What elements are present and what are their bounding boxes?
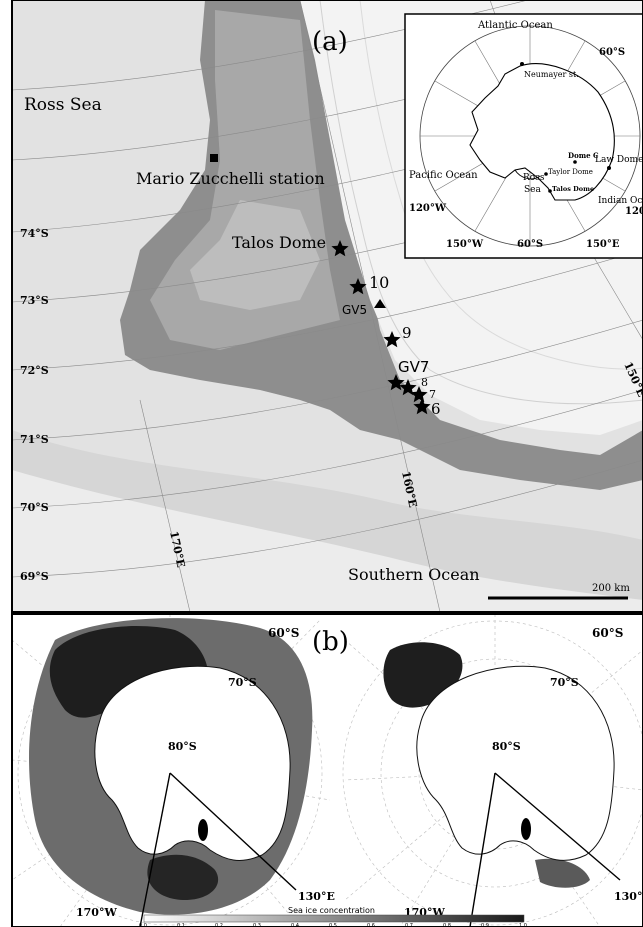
- inset-law-dome: Law Dome: [595, 155, 643, 165]
- inset-pacific: Pacific Ocean: [409, 170, 478, 181]
- ross-sea-label: Ross Sea: [24, 95, 102, 115]
- lat-74s: 74°S: [20, 227, 49, 240]
- lat-71s: 71°S: [20, 433, 49, 446]
- colorbar-tick-label: 0.7: [405, 923, 413, 927]
- left-130e: 130°E: [298, 890, 335, 903]
- right-sea-ice-map: 60°S 70°S 80°S 170°W 130°: [342, 614, 643, 927]
- lat-69s: 69°S: [20, 570, 49, 583]
- inset-ross-ice: [514, 169, 541, 180]
- colorbar-tick-label: 0.8: [443, 923, 451, 927]
- left-170w: 170°W: [76, 906, 117, 919]
- right-antarctica: [416, 665, 615, 861]
- site-9-label: 9: [402, 324, 412, 342]
- plateau-contour-2: [359, 0, 643, 370]
- inset-talos-dome-dot: [548, 189, 552, 193]
- inset-indian: Indian Ocean: [598, 196, 643, 206]
- left-ice-dark-2: [147, 854, 219, 900]
- mountains-high: [190, 200, 320, 310]
- star-site-9: [383, 331, 401, 348]
- panel-b: 60°S 70°S 80°S 170°W 130°E: [11, 613, 643, 927]
- colorbar-tick-label: 0.3: [253, 923, 261, 927]
- colorbar-ticks: 0.0 0.1 0.2 0.3 0.4 0.5 0.6 0.7 0.8 0.9 1.0: [139, 923, 527, 927]
- right-ice-fringe: [535, 858, 590, 888]
- site-10-label: 10: [369, 273, 389, 292]
- colorbar-tick-label: 0.6: [367, 923, 375, 927]
- inset-ross: Ross: [523, 173, 545, 183]
- left-talos-ellipse: [198, 819, 208, 841]
- inset-neumayer: Neumayer st.: [524, 70, 579, 79]
- inset-120e: 120: [625, 206, 643, 217]
- plateau-contour: [319, 0, 643, 405]
- inset-map: Atlantic Ocean 60°S Neumayer st. Pacific…: [404, 13, 643, 259]
- inset-law-dome-dot: [607, 166, 611, 170]
- sites: [210, 154, 431, 415]
- triangle-gv5: [374, 299, 386, 308]
- inset-neumayer-dot: [520, 62, 524, 66]
- star-talos-dome: [331, 240, 349, 257]
- inset-taylor-dome: Taylor Dome: [548, 168, 593, 176]
- inset-antarctica: [469, 63, 615, 201]
- colorbar-title: Sea ice concentration: [288, 906, 375, 915]
- site-6-label: 6: [431, 400, 441, 418]
- colorbar-tick-label: 0.2: [215, 923, 223, 927]
- right-70s: 70°S: [550, 676, 579, 689]
- colorbar-tick-label: 0.4: [291, 923, 299, 927]
- inset-150w: 150°W: [446, 239, 484, 250]
- right-130e: 130°: [614, 890, 642, 903]
- lat-73s: 73°S: [20, 294, 49, 307]
- inset-taylor-dome-dot: [544, 172, 548, 176]
- panel-b-frame: [11, 613, 643, 927]
- left-sea-ice-map: 60°S 70°S 80°S 170°W 130°E: [12, 614, 335, 927]
- inset-atlantic: Atlantic Ocean: [477, 20, 553, 31]
- station-marker: [210, 154, 218, 162]
- inset-120w: 120°W: [409, 203, 447, 214]
- panel-a-label: (a): [312, 27, 348, 57]
- panel-a-frame: [11, 0, 643, 613]
- star-site-10: [349, 278, 367, 295]
- star-gv7: [387, 374, 405, 391]
- left-antarctica: [94, 665, 291, 861]
- gv5-label: GV5: [342, 303, 367, 317]
- inset-60s-bottom: 60°S: [517, 239, 543, 250]
- inset-dome-c: Dome C: [568, 151, 599, 160]
- inset-talos-dome: Talos Dome: [552, 185, 594, 193]
- right-80s: 80°S: [492, 740, 521, 753]
- talos-dome-label: Talos Dome: [232, 233, 326, 252]
- left-60s: 60°S: [268, 626, 299, 640]
- sea-ice-band-light: [12, 470, 643, 612]
- right-talos-ellipse: [521, 818, 531, 840]
- inset-sea: Sea: [524, 185, 541, 195]
- inset-60s: 60°S: [599, 47, 625, 58]
- inset-dome-c-dot: [573, 160, 577, 164]
- colorbar-gradient: [143, 914, 525, 923]
- star-site-7: [410, 386, 428, 403]
- left-70s: 70°S: [228, 676, 257, 689]
- scale-bar-label: 200 km: [592, 583, 630, 594]
- colorbar: Sea ice concentration 0.0 0.1 0.2 0.3 0.4 0.5…: [139, 906, 527, 927]
- star-site-8: [399, 379, 417, 396]
- colorbar-tick-label: 0.5: [329, 923, 337, 927]
- star-site-6: [413, 398, 431, 415]
- colorbar-tick-label: 0.0: [139, 923, 147, 927]
- lat-72s: 72°S: [20, 364, 49, 377]
- colorbar-tick-label: 0.1: [177, 923, 185, 927]
- panel-a: (a) Ross Sea Mario Zucchelli station Tal…: [11, 0, 643, 613]
- site-8-label: 8: [421, 376, 428, 389]
- lat-70s: 70°S: [20, 501, 49, 514]
- site-7-label: 7: [429, 388, 436, 401]
- gv7-label: GV7: [398, 358, 429, 376]
- station-label: Mario Zucchelli station: [136, 169, 325, 188]
- right-60s: 60°S: [592, 626, 623, 640]
- colorbar-tick-label: 0.9: [481, 923, 489, 927]
- southern-ocean-label: Southern Ocean: [348, 565, 480, 584]
- panel-b-label: (b): [312, 627, 349, 657]
- inset-150e: 150°E: [586, 239, 620, 250]
- colorbar-tick-label: 1.0: [519, 923, 527, 927]
- left-80s: 80°S: [168, 740, 197, 753]
